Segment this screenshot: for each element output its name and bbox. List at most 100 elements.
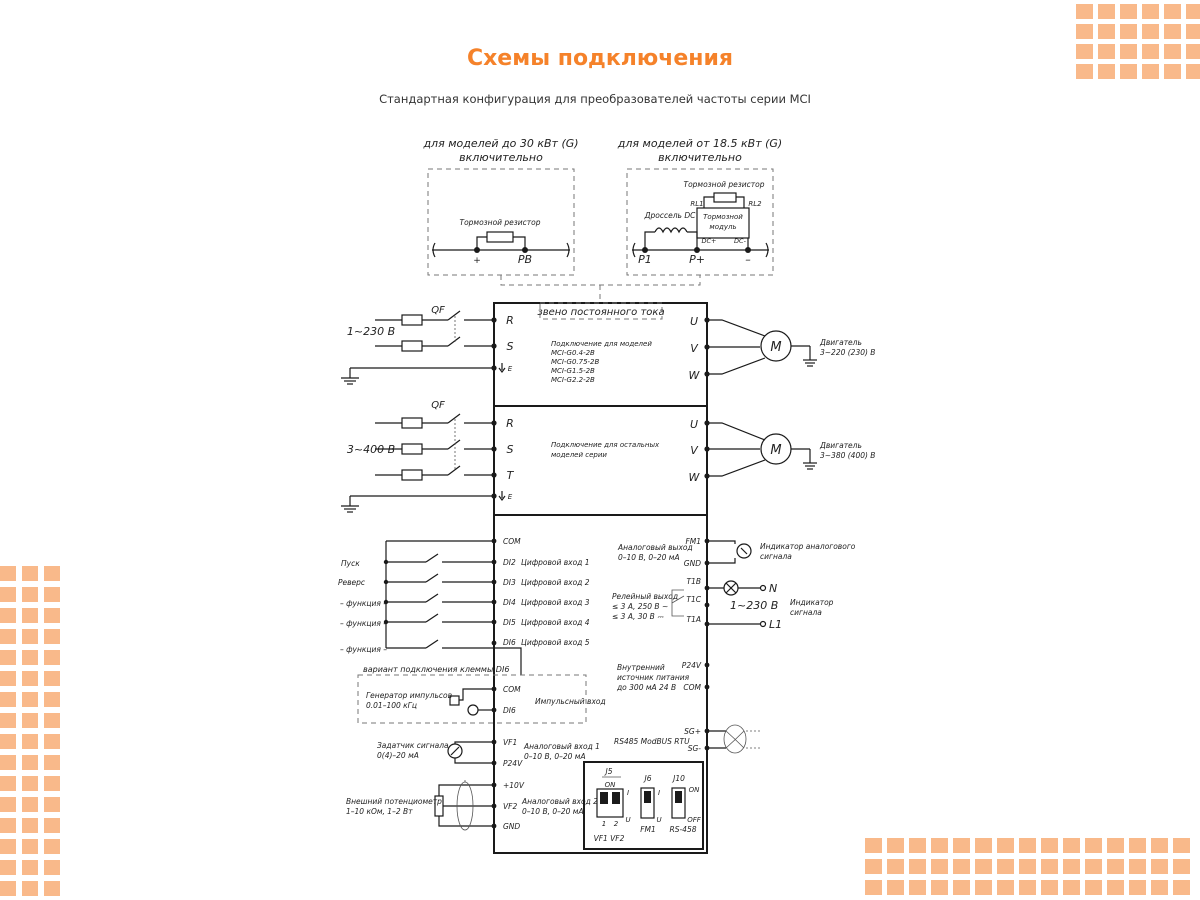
dip-j10-off: OFF xyxy=(687,816,702,824)
single-phase-power: QF 1~230 В R S E Подключение для моделей… xyxy=(341,305,875,385)
term-p24v-right: P24V xyxy=(682,661,702,670)
input-term-3: DI5 xyxy=(503,618,516,627)
label-n: N xyxy=(769,582,777,595)
signal-setter-0: Задатчик сигнала xyxy=(377,741,449,750)
term-vf2: VF2 xyxy=(503,802,517,811)
control-left: COM Пуск DI2 Цифровой вход 1 Реверс DI3 … xyxy=(338,537,606,831)
pulse-gen-1: 0.01–100 кГц xyxy=(366,701,417,710)
term-s-3ph: S xyxy=(507,443,514,456)
motor-3ph-label-0: Двигатель xyxy=(819,441,862,450)
term-fm1: FM1 xyxy=(685,537,701,546)
breaker-qf-1: QF xyxy=(431,305,445,316)
decor-squares-top-right xyxy=(1076,4,1200,79)
dip-j10-on: ON xyxy=(689,786,701,794)
input-ext-4: – функция – xyxy=(340,645,387,654)
resistor-label-right: Тормозной резистор xyxy=(684,180,765,189)
analog-indicator-1: сигнала xyxy=(760,552,792,561)
term-p24v-left: P24V xyxy=(503,759,523,768)
dc-plus-label: DC+ xyxy=(702,237,717,245)
minus-label: – xyxy=(745,253,751,266)
internal-psu-0: Внутренний xyxy=(617,663,665,672)
input-desc-3: Цифровой вход 4 xyxy=(521,618,590,627)
di6-variant-label: вариант подключения клеммы DI6 xyxy=(363,665,509,674)
box-right-heading-1: для моделей от 18.5 кВт (G) xyxy=(617,137,782,150)
dip-j5-u: U xyxy=(625,816,630,824)
digital-input-row: Реверс DI3 Цифровой вход 2 xyxy=(338,573,590,587)
digital-input-row: – функция – DI5 Цифровой вход 4 xyxy=(340,613,590,628)
relay-2: ≤ 3 А, 30 В ⎓ xyxy=(612,612,664,621)
relay-1: ≤ 3 А, 250 В ~ xyxy=(612,602,668,611)
term-com-right: COM xyxy=(683,683,701,692)
term-s-1ph: S xyxy=(507,340,514,353)
dip-j6-caption: FM1 xyxy=(640,825,656,834)
term-t1c: T1C xyxy=(686,595,701,604)
term-v-1ph: V xyxy=(690,342,699,355)
resistor-label-left: Тормозной резистор xyxy=(460,218,541,227)
dip-j5-switch xyxy=(596,788,624,818)
terminal-plus: + xyxy=(473,256,481,266)
page-title: Схемы подключения xyxy=(466,46,734,71)
dip-j5-on: ON xyxy=(605,781,617,789)
pot-label-1: 1–10 кОм, 1–2 Вт xyxy=(346,807,413,816)
relay-0: Релейный выход xyxy=(612,592,678,601)
analog-in1-0: Аналоговый вход 1 xyxy=(523,742,600,751)
input-desc-2: Цифровой вход 3 xyxy=(521,598,590,607)
rs485-label: RS485 ModBUS RTU xyxy=(614,737,690,746)
control-right: Аналоговый выход 0–10 В, 0–20 мА FM1 GND… xyxy=(612,537,856,754)
digital-input-row: – функция – DI6 Цифровой вход 5 xyxy=(340,638,590,654)
page-subtitle: Стандартная конфигурация для преобразова… xyxy=(379,92,811,106)
input-term-2: DI4 xyxy=(503,598,516,607)
dip-j6-u: U xyxy=(656,816,661,824)
analog-out-0: Аналоговый выход xyxy=(617,543,693,552)
ground-icon xyxy=(341,505,359,513)
dip-j5-i: I xyxy=(627,789,629,797)
p-plus-label: P+ xyxy=(689,253,705,266)
term-t1b: T1B xyxy=(687,577,702,586)
term-w-3ph: W xyxy=(689,471,701,484)
term-u-3ph: U xyxy=(690,418,698,431)
motor-1ph-label-1: 3~220 (230) В xyxy=(820,348,875,357)
drive-body: звено постоянного тока xyxy=(493,302,708,854)
internal-psu-2: до 300 мА 24 В xyxy=(616,683,676,692)
input-ext-3: – функция – xyxy=(340,619,387,628)
analog-in1-1: 0–10 В, 0–20 мА xyxy=(524,752,586,761)
dip-j10-switch xyxy=(671,787,686,819)
signal-indicator-0: Индикатор xyxy=(790,598,834,607)
input-term-4: DI6 xyxy=(503,638,516,647)
term-w-1ph: W xyxy=(689,369,701,382)
relay-supply: 1~230 В xyxy=(730,599,778,612)
term-gnd-left: GND xyxy=(503,822,520,831)
rl2-label: RL2 xyxy=(748,200,762,208)
motor-3ph-label-1: 3~380 (400) В xyxy=(820,451,875,460)
dip-j5-one: 1 xyxy=(602,820,606,828)
models-note-1ph-2: MCI-G0.75-2B xyxy=(551,358,600,366)
box-left-heading-1: для моделей до 30 кВт (G) xyxy=(422,137,578,150)
input-ext-0: Пуск xyxy=(341,559,360,568)
motor-3ph-symbol: M xyxy=(770,443,781,458)
dc-link-label: звено постоянного тока xyxy=(537,307,664,318)
analog-in2-1: 0–10 В, 0–20 мА xyxy=(522,807,584,816)
pulse-gen-0: Генератор импульсов xyxy=(366,691,452,700)
models-note-1ph-4: MCI-G2.2-2B xyxy=(551,376,595,384)
analog-indicator-0: Индикатор аналогового xyxy=(760,542,856,551)
motor-1ph-label-0: Двигатель xyxy=(819,338,862,347)
term-v-3ph: V xyxy=(690,444,699,457)
digital-input-row: Пуск DI2 Цифровой вход 1 xyxy=(341,553,590,568)
term-t1a: T1A xyxy=(687,615,701,624)
ground-icon xyxy=(341,377,359,385)
term-gnd-right: GND xyxy=(684,559,701,568)
input-ext-2: – функция – xyxy=(340,599,387,608)
ground-arrow-icon xyxy=(498,363,506,373)
dip-j6-switch xyxy=(640,787,655,819)
dip-switch-panel: J5 ON 1 2 I U VF1 VF2 J6 I U FM1 J10 ON … xyxy=(583,761,704,850)
box-right-heading-2: включительно xyxy=(658,151,742,164)
input-term-0: DI2 xyxy=(503,558,516,567)
signal-setter-1: 0(4)–20 мА xyxy=(377,751,419,760)
term-e-3ph: E xyxy=(508,493,513,501)
decor-squares-bottom-right xyxy=(865,838,1190,895)
pulse-com: COM xyxy=(503,685,521,694)
term-sg-minus: SG- xyxy=(688,744,702,753)
three-phase-power: QF 3~400 В R S T E Подключение для остал… xyxy=(341,400,875,513)
term-plus10v: +10V xyxy=(503,781,525,790)
